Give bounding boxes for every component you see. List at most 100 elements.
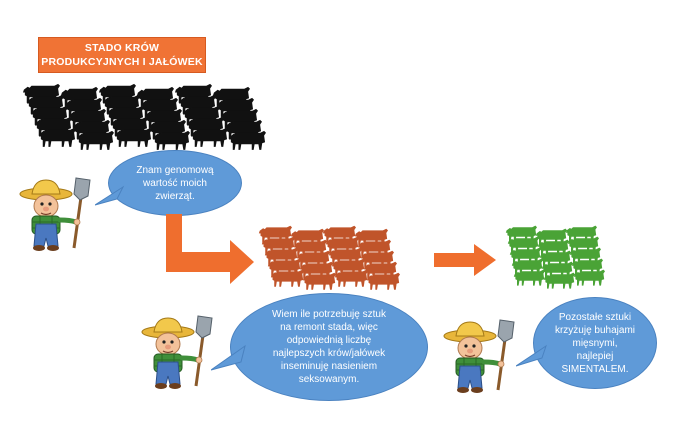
cow-icon [537,239,569,256]
cow-icon [152,130,190,150]
bubble1-line1: Znam genomową [136,164,214,176]
speech-bubble-simmental: Pozostałe sztuki krzyżuję buhajami mięsn… [516,297,657,389]
cow-icon [571,258,603,275]
cow-icon [102,94,140,114]
cow-icon [543,272,575,289]
cow-icon [148,119,186,139]
shovel-icon [496,319,515,391]
farmer-icon [16,176,98,252]
herd-graphic [505,225,605,289]
cow-icon [190,127,228,147]
cow-icon [509,247,541,264]
cow-icon [68,108,106,128]
cow-icon [270,269,304,287]
cow-icon [302,272,336,290]
cow-icon [325,236,359,254]
bubble3-line4: najlepiej [576,350,614,362]
herd-beef-cross-cows [505,224,620,296]
herd-graphic [258,225,400,290]
arrow-icon-right [434,244,496,276]
herd-title-box: STADO KRÓW PRODUKCYJNYCH I JAŁÓWEK [38,37,206,73]
herd-title-line1: STADO KRÓW [84,42,160,54]
cow-icon [535,228,567,245]
cow-icon [261,236,295,254]
cow-icon [114,127,152,147]
farmer-icon [440,318,522,394]
cow-icon [334,269,368,287]
cow-icon [110,116,148,136]
cow-icon [513,269,545,286]
cow-icon [258,225,292,243]
cow-icon [264,247,298,265]
bubble2-line5: inseminuję nasieniem [280,361,378,372]
cow-icon [136,86,174,106]
cow-icon [216,97,254,117]
cow-icon [541,261,573,278]
bubble2-line3: odpowiednią liczbę [286,335,372,346]
cow-icon [182,105,220,125]
bubble2-line4: najlepszych krów/jałówek [272,348,386,359]
cow-icon [511,258,543,275]
cow-icon [573,269,605,286]
speech-bubble-genomic: Znam genomową wartość moich zwierząt. [95,150,242,216]
bubble3-line3: mięsnymi, [572,337,618,349]
cow-icon [366,272,400,290]
cow-icon [72,119,110,139]
cow-icon [267,258,301,276]
herd-selected-cows [258,224,418,296]
cow-icon [322,225,356,243]
herd-title-line2: PRODUKCYJNYCH I JAŁÓWEK [41,56,203,68]
cow-icon [64,97,102,117]
cow-icon [106,105,144,125]
bubble2-line2: na remont stada, więc [280,322,378,333]
cow-icon [505,225,537,242]
cow-icon [296,250,330,268]
herd-graphic [22,83,266,150]
bubble1-line3: zwierząt. [155,190,195,202]
arrow-icon-elbow [166,214,254,284]
bubble1-line2: wartość moich [143,177,207,189]
cow-icon [22,83,60,103]
cow-icon [539,250,571,267]
shovel-icon [194,315,213,387]
cow-icon [224,119,262,139]
bubble2-line6: seksowanym. [298,374,360,385]
farmer-graphic [443,319,515,393]
cow-icon [60,86,98,106]
cow-icon [38,127,76,147]
cow-icon [363,261,397,279]
cow-icon [569,247,601,264]
cow-icon [507,236,539,253]
cow-icon [290,228,324,246]
cow-icon [212,86,250,106]
cow-icon [567,236,599,253]
farmer-graphic [19,177,91,251]
cow-icon [565,225,597,242]
cow-icon [174,83,212,103]
cow-icon [328,247,362,265]
cow-icon [360,250,394,268]
herd-all-cows [22,82,266,154]
shovel-icon [72,177,91,249]
cow-icon [299,261,333,279]
farmer-graphic [141,315,213,389]
cow-icon [98,83,136,103]
cow-icon [34,116,72,136]
cow-icon [186,116,224,136]
cow-icon [140,97,178,117]
cow-icon [76,130,114,150]
cow-icon [293,239,327,257]
cow-icon [30,105,68,125]
bubble-tail [95,185,125,206]
farmer-icon [138,314,220,390]
cow-icon [228,130,266,150]
bubble3-line2: krzyżuję buhajami [554,324,636,336]
cow-icon [220,108,258,128]
cow-icon [331,258,365,276]
bubble-tail [211,344,246,371]
cow-icon [354,228,388,246]
cow-icon [144,108,182,128]
bubble3-line5: SIMENTALEM. [561,363,629,375]
bubble3-line1: Pozostałe sztuki [558,311,632,323]
bubble2-line1: Wiem ile potrzebuję sztuk [272,309,386,320]
